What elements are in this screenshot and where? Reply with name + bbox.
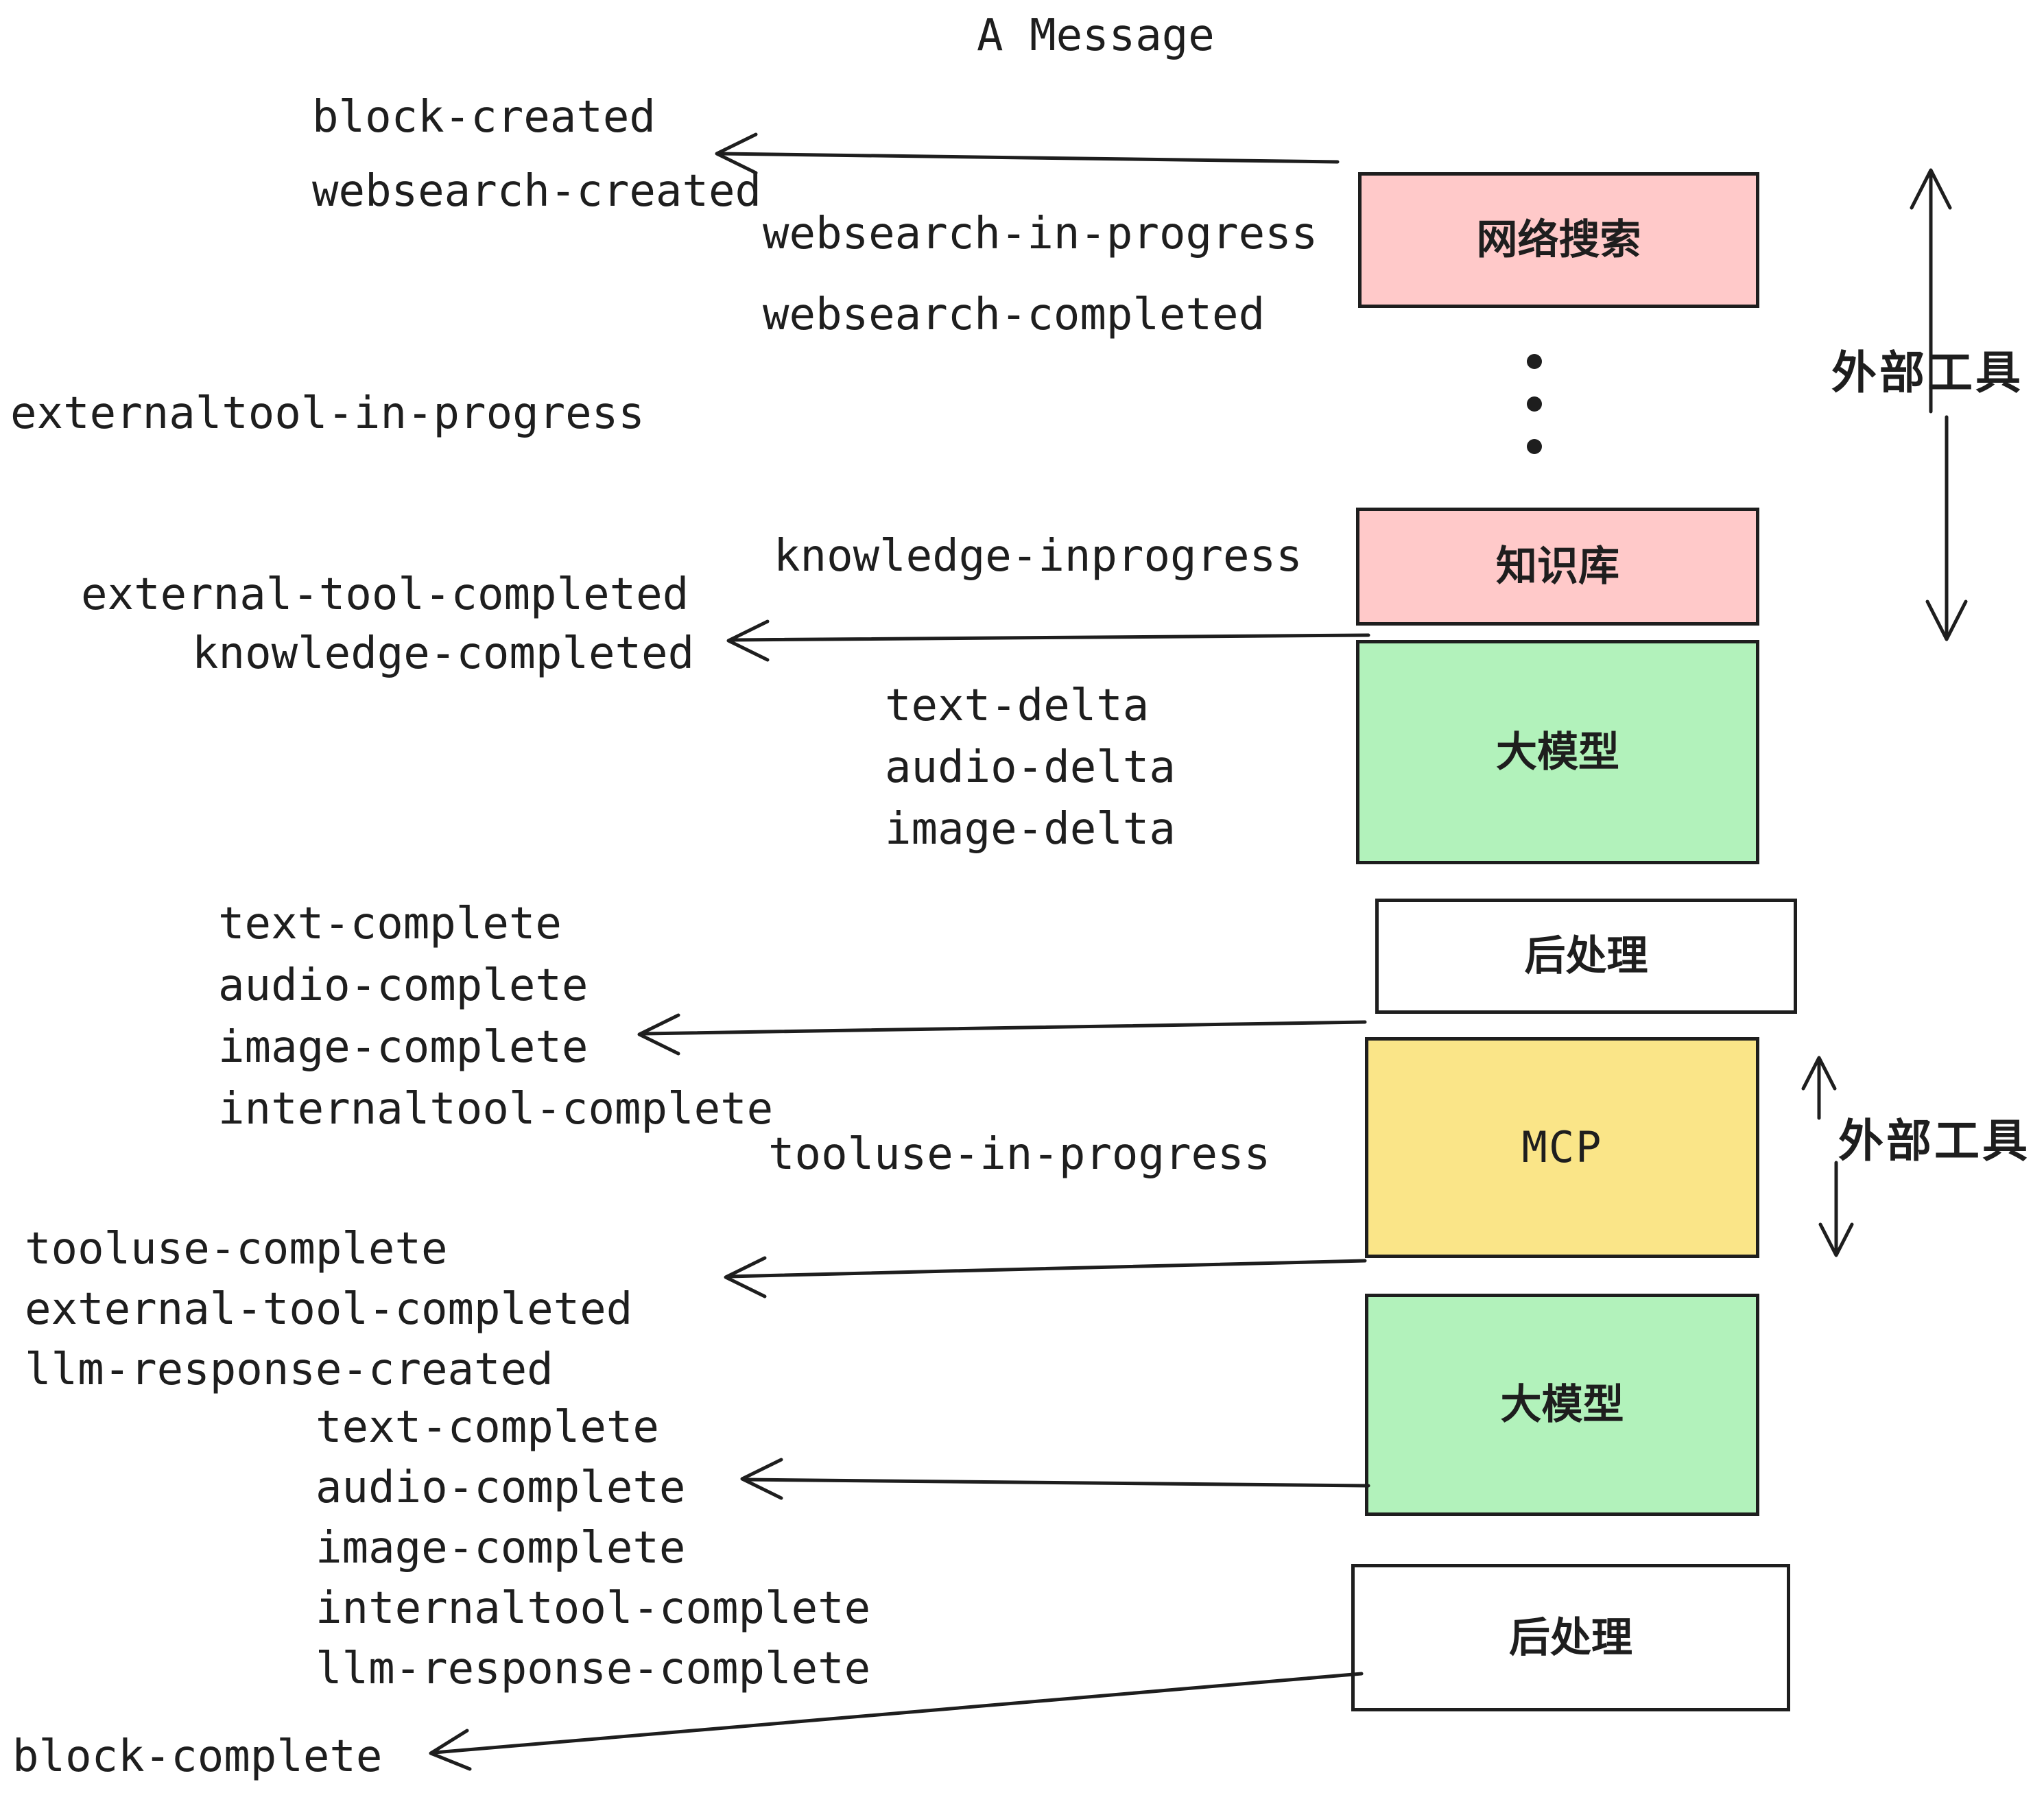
event-label-block-complete: block-complete <box>12 1731 383 1782</box>
event-label-audio-complete-2: audio-complete <box>316 1462 686 1513</box>
event-label-image-complete-1: image-complete <box>218 1022 589 1073</box>
event-label-image-delta-1: image-delta <box>885 804 1176 855</box>
arrow-postprocess1-to-image-complete <box>637 1013 1367 1056</box>
node-llm-1-label: 大模型 <box>1496 728 1619 775</box>
event-label-text-complete-2: text-complete <box>316 1402 659 1453</box>
event-label-image-complete-2: image-complete <box>316 1523 686 1574</box>
node-llm-1: 大模型 <box>1356 640 1759 864</box>
diagram-title: A Message <box>977 10 1215 61</box>
arrow-mcp-to-tooluse-complete <box>724 1256 1367 1298</box>
event-label-websearch-completed: websearch-completed <box>763 289 1265 340</box>
node-websearch: 网络搜索 <box>1358 172 1759 308</box>
arrow-llm2-to-audio-complete <box>740 1458 1370 1500</box>
node-knowledge-base: 知识库 <box>1356 508 1759 626</box>
event-label-knowledge-inprogress: knowledge-inprogress <box>774 531 1303 582</box>
node-postprocess-2: 后处理 <box>1351 1564 1790 1711</box>
event-label-knowledge-completed: knowledge-completed <box>192 628 695 679</box>
event-label-external-tool-completed: external-tool-completed <box>81 569 689 620</box>
node-postprocess-1: 后处理 <box>1375 899 1797 1014</box>
event-label-llm-response-complete: llm-response-complete <box>316 1643 871 1694</box>
event-label-llm-response-created: llm-response-created <box>25 1344 554 1395</box>
event-label-websearch-in-progress: websearch-in-progress <box>763 209 1318 259</box>
node-postprocess-1-label: 后处理 <box>1524 933 1648 979</box>
node-postprocess-2-label: 后处理 <box>1509 1614 1632 1661</box>
event-label-text-complete-1: text-complete <box>218 899 562 949</box>
event-label-audio-complete-1: audio-complete <box>218 960 589 1011</box>
event-label-text-delta-1: text-delta <box>885 680 1150 731</box>
node-llm-2: 大模型 <box>1365 1294 1759 1516</box>
arrow-external-tools-up-2 <box>1801 1056 1837 1120</box>
event-label-external-tool-completed-2: external-tool-completed <box>25 1284 633 1335</box>
arrow-external-tools-down-1 <box>1925 415 1968 641</box>
event-label-internaltool-complete-2: internaltool-complete <box>316 1583 871 1634</box>
event-label-websearch-created: websearch-created <box>312 166 762 217</box>
node-mcp-label: MCP <box>1521 1122 1603 1172</box>
side-label-external-tools-1: 外部工具 <box>1831 347 2023 398</box>
arrow-knowledge-to-knowledge-completed <box>726 619 1370 662</box>
event-label-tooluse-in-progress: tooluse-in-progress <box>768 1129 1271 1180</box>
event-label-block-created: block-created <box>312 92 656 143</box>
node-websearch-label: 网络搜索 <box>1476 217 1641 263</box>
side-label-external-tools-2: 外部工具 <box>1838 1115 2030 1166</box>
event-label-internaltool-complete-1: internaltool-complete <box>218 1084 774 1135</box>
arrow-external-tools-down-2 <box>1818 1161 1854 1257</box>
node-knowledge-base-label: 知识库 <box>1496 543 1619 589</box>
event-label-externaltool-in-progress: externaltool-in-progress <box>10 388 645 439</box>
event-label-audio-delta-1: audio-delta <box>885 742 1176 793</box>
node-mcp: MCP <box>1365 1037 1759 1258</box>
node-llm-2-label: 大模型 <box>1500 1381 1624 1427</box>
ellipsis-dots-icon <box>1527 354 1542 454</box>
arrow-websearch-to-block-created <box>715 132 1340 175</box>
event-label-tooluse-complete: tooluse-complete <box>25 1224 448 1274</box>
